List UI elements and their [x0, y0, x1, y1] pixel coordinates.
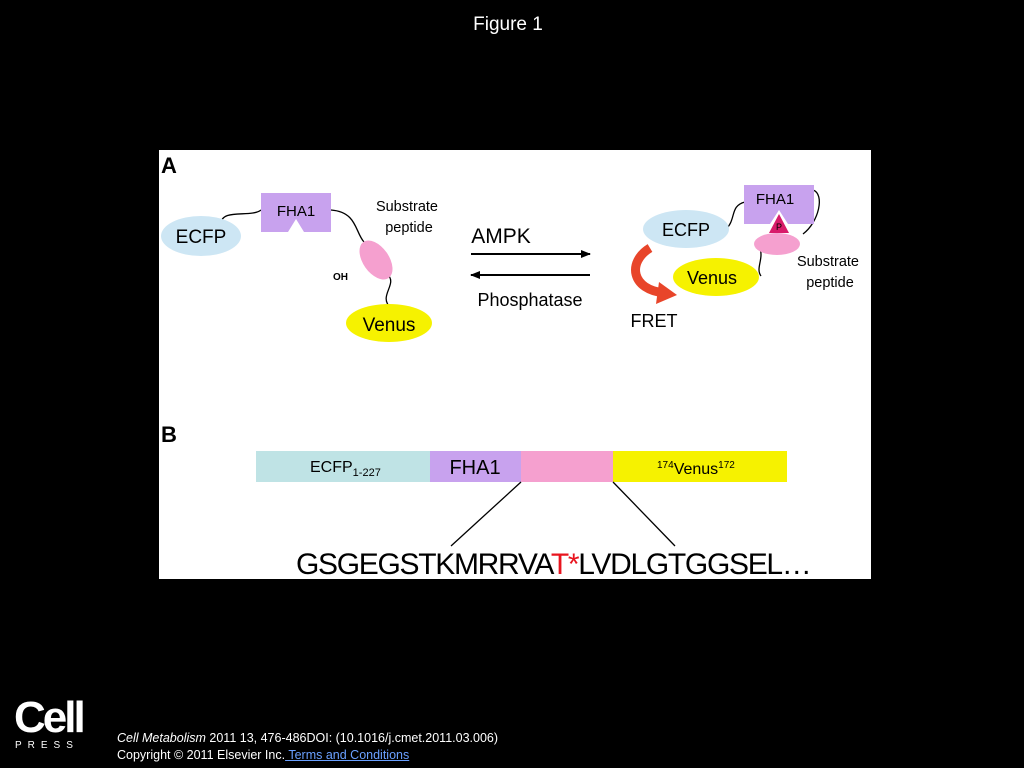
venus-bar-label-sup-right: 172: [718, 460, 735, 471]
substrate-peptide-label-right: Substrate peptide: [797, 254, 863, 291]
ecfp-label-left: ECFP: [176, 227, 227, 248]
panel-a-label: A: [161, 153, 177, 178]
phosphatase-label: Phosphatase: [477, 290, 582, 310]
venus-label-left: Venus: [363, 315, 416, 336]
cell-logo-word: Cell: [14, 693, 86, 742]
substrate-peptide-label-left-line2: peptide: [385, 220, 433, 236]
substrate-peptide-label-right-line1: Substrate: [797, 254, 859, 270]
zoom-line-right: [612, 481, 676, 547]
fha1-label-right: FHA1: [756, 191, 794, 208]
substrate-peptide-label-left-line1: Substrate: [376, 199, 438, 215]
journal-name: Cell Metabolism: [117, 731, 206, 745]
venus-bar-segment: [613, 451, 787, 482]
venus-bar-label: 174Venus172: [657, 460, 735, 478]
fha1-shape-left: [261, 193, 331, 232]
fret-label: FRET: [631, 311, 678, 331]
venus-label-right: Venus: [687, 268, 737, 288]
venus-bar-label-sup-left: 174: [657, 460, 674, 471]
figure-panel: A ECFP FHA1 Substrate peptide OH Venus A…: [159, 150, 871, 579]
fha1-bar-segment: [430, 451, 521, 482]
figure-svg: A ECFP FHA1 Substrate peptide OH Venus A…: [161, 153, 863, 547]
ecfp-bar-segment: [256, 451, 430, 482]
terms-and-conditions-link[interactable]: Terms and Conditions: [285, 748, 410, 762]
copyright-text: Copyright © 2011 Elsevier Inc.: [117, 748, 286, 762]
linker-fha1-substrate-right: [802, 189, 820, 235]
cell-logo-press: PRESS: [15, 740, 79, 751]
substrate-peptide-shape-left: [359, 240, 393, 280]
substrate-peptide-label-right-line2: peptide: [806, 275, 854, 291]
panel-b-label: B: [161, 422, 177, 447]
ecfp-shape-left: [161, 216, 241, 256]
ecfp-shape-right: [643, 210, 729, 248]
ecfp-bar-label: ECFP1-227: [310, 459, 381, 479]
citation-details: 2011 13, 476-486DOI: (10.1016/j.cmet.201…: [205, 731, 499, 745]
ecfp-bar-label-sub: 1-227: [353, 467, 381, 479]
fret-arrow: [631, 244, 666, 298]
phosphate-p-label: P: [776, 222, 782, 232]
fha1-shape-right: [744, 185, 814, 224]
venus-bar-label-main: Venus: [674, 461, 718, 478]
phospho-threonine: T*: [550, 548, 580, 579]
slide-title: Figure 1: [473, 14, 543, 35]
ecfp-label-right: ECFP: [662, 220, 710, 240]
sequence-before: GSGEGSTKMRRVA: [296, 548, 552, 579]
zoom-line-left: [450, 481, 522, 547]
substrate-peptide-label-left: Substrate peptide: [376, 199, 442, 236]
fha1-bar-label: FHA1: [449, 457, 500, 479]
venus-shape-right: [673, 258, 759, 296]
cell-press-logo: Cell PRESS: [14, 693, 90, 752]
fha1-label-left: FHA1: [277, 203, 315, 220]
oh-label: OH: [333, 272, 348, 283]
linker-substrate-venus-left: [385, 273, 392, 309]
phosphate-marker: [769, 214, 789, 233]
substrate-bar-segment: [521, 451, 613, 482]
sequence-after: LVDLGTGGSEL…: [578, 548, 812, 579]
ampk-label: AMPK: [471, 225, 531, 248]
venus-shape-left: [346, 304, 432, 342]
ecfp-bar-label-main: ECFP: [310, 459, 353, 476]
fret-arrowhead: [656, 282, 677, 304]
peptide-sequence: GSGEGSTKMRRVAT*LVDLGTGGSEL…: [296, 548, 812, 579]
linker-fha1-substrate-left: [330, 209, 365, 243]
citation: Cell Metabolism 2011 13, 476-486DOI: (10…: [117, 731, 498, 745]
substrate-peptide-shape-right: [754, 233, 800, 255]
copyright: Copyright © 2011 Elsevier Inc. Terms and…: [117, 748, 409, 762]
